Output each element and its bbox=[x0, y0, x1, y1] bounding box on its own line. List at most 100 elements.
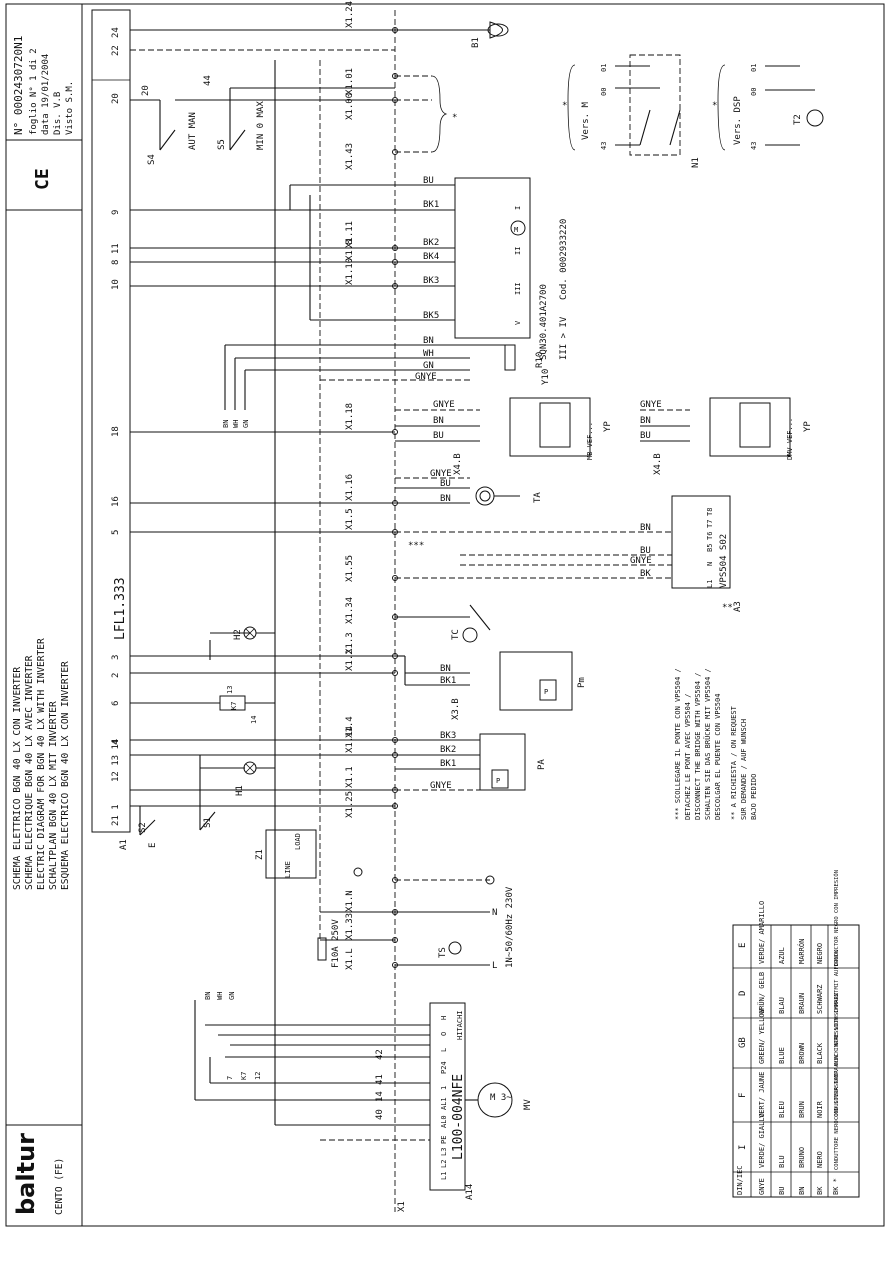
vers-m-43: 43 bbox=[600, 142, 608, 150]
inv-pin-42: 42 bbox=[375, 1049, 385, 1060]
vers-dsp-43: 43 bbox=[750, 142, 758, 150]
motor-symbol: M 3~ bbox=[490, 1093, 512, 1103]
inv-o: O bbox=[440, 1032, 448, 1036]
pa-label: PA bbox=[537, 759, 547, 770]
title-de: SCHALTPLAN BGN 40 LX MIT INVERTER bbox=[48, 701, 59, 890]
h2-label: H2 bbox=[233, 629, 243, 640]
note-triple-0: *** SCOLLEGARE IL PONTE CON VPS504 / bbox=[674, 668, 682, 820]
s5-caption: MIN 0 MAX bbox=[256, 101, 266, 150]
vps-ref: A3 bbox=[733, 601, 743, 612]
legend-r4-c0: BK * bbox=[832, 1178, 840, 1195]
pm-label: Pm bbox=[577, 677, 587, 688]
s4-pin-20: 20 bbox=[141, 85, 151, 96]
x1-34: X1.34 bbox=[345, 597, 355, 624]
inv-1: 1 bbox=[440, 1086, 448, 1090]
lamp-h2-relay-k7: H2 K7 13 14 bbox=[210, 626, 275, 724]
legend-h-gb: GB bbox=[738, 1037, 748, 1048]
vers-m-00: 00 bbox=[600, 88, 608, 96]
inv-l: L bbox=[440, 1048, 448, 1052]
note-double-0: ** A RICHIESTA / ON REQUEST bbox=[730, 705, 738, 820]
flame-sensor-b1: B1 bbox=[395, 21, 509, 48]
legend-r3-c1: NERO bbox=[816, 1151, 824, 1168]
servo-dial-v: V bbox=[514, 320, 522, 325]
legend-r1-c2: BLEU bbox=[778, 1101, 786, 1118]
x1-24: X1.24 bbox=[345, 1, 355, 28]
legend-r2-c5: MARRÓN bbox=[797, 939, 806, 964]
legend-h-din: DIN/IEC bbox=[736, 1165, 744, 1195]
vps-request-mark: ** bbox=[722, 603, 733, 613]
legend-r2-c2: BRUN bbox=[798, 1101, 806, 1118]
legend-r0-c3: GREEN/ YELLOW bbox=[758, 1008, 766, 1064]
s5-label: S5 bbox=[217, 139, 227, 150]
servo-code: Cod. 0002933220 bbox=[559, 219, 569, 300]
baltur-logo: baltur bbox=[12, 1133, 40, 1215]
n1-label: N1 bbox=[691, 157, 701, 168]
inv-k7: K7 bbox=[240, 1072, 248, 1080]
color-legend-table: DIN/IEC I F GB D E GNYE VERDE/ GIALLO VE… bbox=[732, 870, 860, 1198]
yp-wire-gnye: GNYE bbox=[433, 400, 455, 410]
inverter-brand: HITACHI bbox=[456, 1010, 464, 1040]
vers-dsp-00: 00 bbox=[750, 88, 758, 96]
z1-load: LOAD bbox=[294, 833, 302, 850]
supply-l: L bbox=[492, 961, 497, 971]
valve-model-dmv: DMV-VEF... bbox=[786, 418, 794, 460]
yp-wire-bn: BN bbox=[433, 416, 444, 426]
servo-wire-bk4: BK4 bbox=[423, 252, 439, 262]
a1-term-20: 20 bbox=[111, 93, 121, 104]
switches-s4-s5: S4 AUT MAN S5 MIN 0 MAX 20 44 bbox=[141, 75, 395, 165]
x1-1: X1.1 bbox=[345, 766, 355, 788]
note-triple-1: DETACHEZ LE PONT AVEC VPS504 / bbox=[684, 694, 692, 820]
s4-caption: AUT MAN bbox=[188, 112, 198, 150]
pm-wire-bk: BK1 bbox=[440, 676, 456, 686]
vers-dsp-01: 01 bbox=[750, 64, 758, 72]
yp-label-1: YP bbox=[603, 421, 613, 432]
pm-wire-bn: BN bbox=[440, 664, 451, 674]
inv-h: H bbox=[440, 1016, 448, 1020]
dsp-star: * bbox=[712, 101, 717, 111]
r10-wire-gn: GN bbox=[423, 361, 434, 371]
inverter-model: L100-004NFE bbox=[451, 1074, 466, 1160]
y10-label: Y10 bbox=[541, 369, 551, 385]
programmer-a1: LFL1.333 A1 24 22 20 9 8 11 10 18 16 5 3… bbox=[91, 9, 131, 850]
legend-r1-c4: BLAU bbox=[778, 997, 786, 1014]
vps-wire-bu: BU bbox=[640, 546, 651, 556]
location-text: CENTO (FE) bbox=[54, 1158, 65, 1215]
legend-r2-c1: BRUNO bbox=[798, 1147, 806, 1168]
vps-bridge-note-mark: *** bbox=[408, 541, 424, 551]
thermostat-tc: TC bbox=[395, 604, 491, 643]
ts-label: TS bbox=[438, 947, 448, 958]
star-note: * bbox=[452, 113, 457, 123]
x1-8: X1.8 bbox=[345, 239, 355, 261]
a1-term-24: 24 bbox=[111, 27, 121, 38]
r10-wire-wh: WH bbox=[423, 349, 434, 359]
vps-wire-bk: BK bbox=[640, 569, 651, 579]
servo-motor: BU BK1 BK2 BK4 BK3 BK5 M I II III V SQN3… bbox=[289, 176, 569, 360]
note-triple-4: DESCOLGAR EL PUENTE CON VPS504 bbox=[714, 694, 722, 820]
s5-pin-44: 44 bbox=[203, 75, 213, 86]
x1-5: X1.5 bbox=[345, 508, 355, 530]
sheet-number: foglio N° 1 di 2 bbox=[29, 48, 39, 135]
inv-al1: AL1 bbox=[440, 1097, 448, 1110]
date-text: data 19/01/2004 bbox=[41, 54, 51, 135]
x1-16: X1.16 bbox=[345, 474, 355, 501]
pm-p-symbol: P bbox=[544, 688, 548, 696]
legend-r2-c0: BN bbox=[798, 1187, 806, 1195]
legend-r3-c0: BK bbox=[816, 1186, 824, 1195]
x1-25: X1.25 bbox=[345, 791, 355, 818]
title-en: ELECTRIC DIAGRAM FOR BGN 40 LX WITH INVE… bbox=[36, 638, 47, 890]
x1-2: X1.2 bbox=[345, 649, 355, 671]
a1-term-5: 5 bbox=[111, 530, 121, 535]
servo-wire-bk5: BK5 bbox=[423, 311, 439, 321]
a1-term-8-11: 8 11 bbox=[111, 243, 121, 265]
motor-ref: MV bbox=[523, 1099, 533, 1110]
supply-n: N bbox=[492, 908, 497, 918]
servo-wire-bk3: BK3 bbox=[423, 276, 439, 286]
inv-pin-41: 41 bbox=[375, 1074, 385, 1085]
k7-pin-13: 13 bbox=[226, 686, 234, 694]
legend-r3-c5: NEGRO bbox=[816, 943, 824, 964]
gas-valve-yp: GNYE BN BU MB-VEF... YP X4.B GNYE BN BU … bbox=[395, 397, 813, 475]
s4-label: S4 bbox=[147, 154, 157, 165]
a1-term-4: 4 bbox=[111, 740, 121, 745]
legend-r4-c1: CONDUTTORE NERO CON SOVRASTAMPA bbox=[834, 1067, 840, 1170]
a1-term-3: 3 bbox=[111, 655, 121, 660]
